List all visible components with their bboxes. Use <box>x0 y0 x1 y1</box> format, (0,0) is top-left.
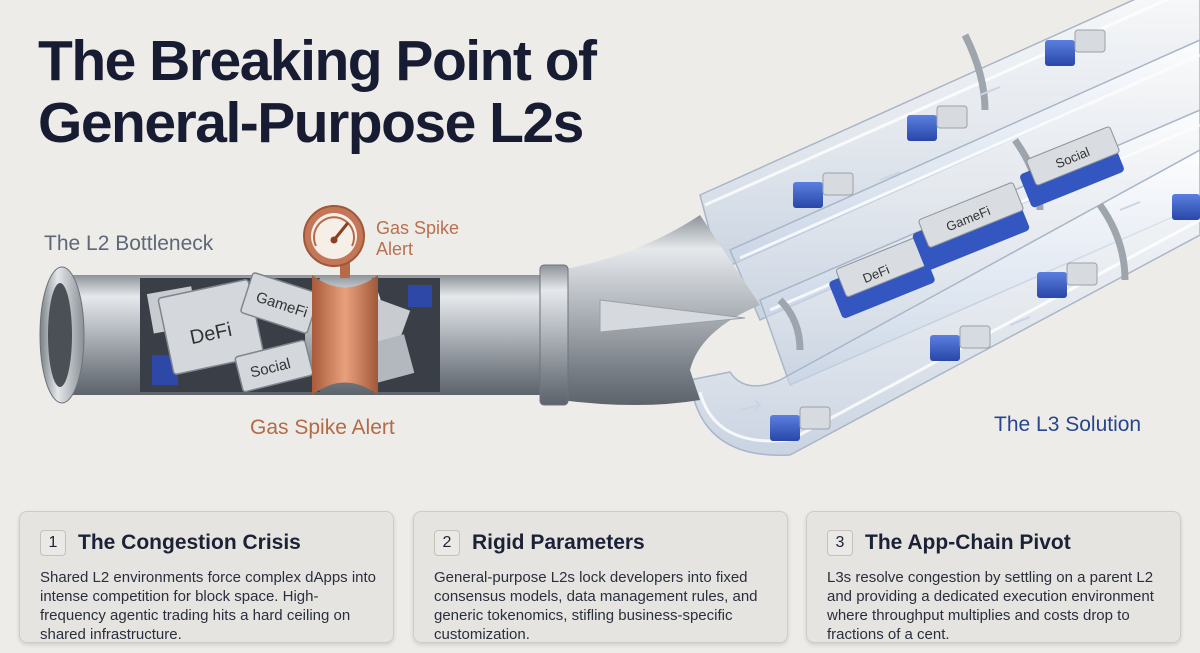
card-title: Rigid Parameters <box>472 531 645 554</box>
pipe-splitter <box>560 215 760 405</box>
card-number: 3 <box>827 530 853 556</box>
l3-blue-blocks <box>770 29 1200 441</box>
l3-chip-gamefi <box>912 182 1030 271</box>
page-title-line-2: General-Purpose L2s <box>38 91 584 155</box>
flow-arrows <box>739 86 1141 412</box>
page-title-line-1: The Breaking Point of <box>38 29 597 93</box>
label-l3-solution: The L3 Solution <box>994 413 1142 436</box>
gas-gauge-icon <box>303 205 365 267</box>
card-congestion-crisis: 1 The Congestion Crisis Shared L2 enviro… <box>19 511 394 643</box>
label-gas-spike-bottom: Gas Spike Alert <box>250 416 395 439</box>
card-rigid-parameters: 2 Rigid Parameters General-purpose L2s l… <box>413 511 788 643</box>
card-title: The App-Chain Pivot <box>865 531 1071 554</box>
card-body: General-purpose L2s lock developers into… <box>434 569 758 643</box>
label-l2-bottleneck: The L2 Bottleneck <box>44 232 214 255</box>
card-app-chain-pivot: 3 The App-Chain Pivot L3s resolve conges… <box>806 511 1181 643</box>
block-social <box>234 339 314 393</box>
card-number: 1 <box>40 530 66 556</box>
label-gas-spike-top: Gas Spike Alert <box>376 218 460 259</box>
card-body: Shared L2 environments force complex dAp… <box>40 569 377 643</box>
card-number: 2 <box>434 530 460 556</box>
page-title: The Breaking Point of General-Purpose L2… <box>38 30 678 154</box>
card-body: L3s resolve congestion by settling on a … <box>827 569 1154 643</box>
card-title: The Congestion Crisis <box>78 531 301 554</box>
l3-chip-social <box>1020 126 1124 208</box>
copper-choke <box>312 262 378 395</box>
